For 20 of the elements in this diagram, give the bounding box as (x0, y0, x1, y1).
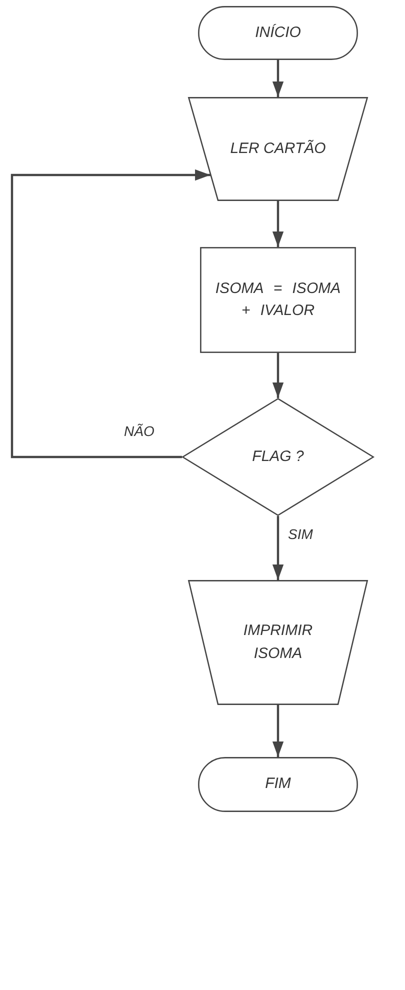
node-label: FIM (265, 774, 291, 794)
node-label: LER CARTÃO (230, 138, 326, 159)
arrow (272, 516, 284, 580)
decision-diamond (182, 398, 374, 516)
input-trapezoid (188, 97, 368, 201)
arrow (10, 169, 210, 458)
terminal-shape (198, 757, 358, 812)
edge-label: NÃO (122, 423, 156, 439)
arrow (272, 353, 284, 398)
edge-label: SIM (286, 526, 315, 542)
arrow (272, 705, 284, 757)
arrow (272, 201, 284, 247)
terminal-shape (198, 6, 358, 60)
input-trapezoid (188, 580, 368, 705)
arrow (272, 60, 284, 97)
node-label: INÍCIO (255, 22, 301, 43)
node-label: FLAG ? (252, 446, 304, 467)
node-label: IMPRIMIR ISOMA (242, 621, 314, 664)
process-box (200, 247, 356, 353)
node-label: ISOMA = ISOMA + IVALOR (214, 278, 342, 321)
